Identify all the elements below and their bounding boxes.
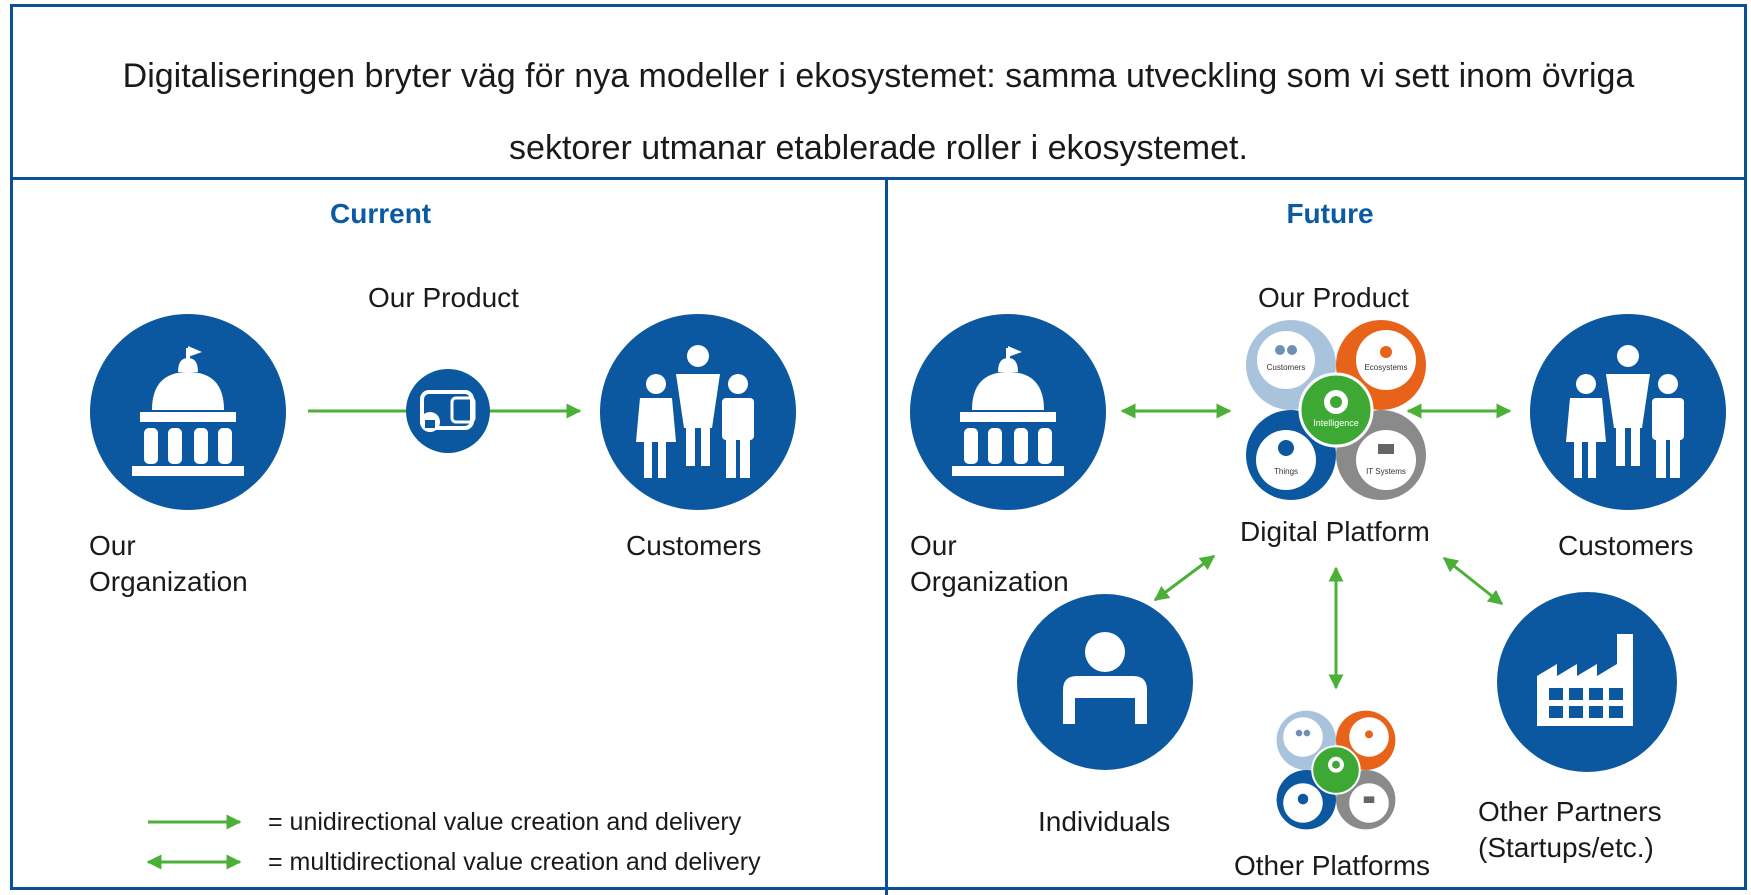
individuals-label: Individuals	[1038, 806, 1171, 837]
platform-individuals-arrow	[1153, 554, 1216, 602]
panel-divider	[885, 180, 888, 895]
future-org-circle	[910, 314, 1106, 510]
current-org-label: Our Organization	[89, 528, 248, 600]
current-org-label-line1: Our	[89, 530, 136, 561]
header-line-1: Digitaliseringen bryter väg för nya mode…	[122, 57, 1635, 95]
current-customers-circle	[600, 314, 796, 510]
partners-label-line2: (Startups/etc.)	[1478, 832, 1654, 863]
partners-circle	[1497, 592, 1677, 772]
individuals-circle	[1017, 594, 1193, 770]
other-platforms-icon	[1276, 710, 1396, 830]
platform-partners-arrow	[1442, 556, 1504, 606]
current-org-circle	[90, 314, 286, 510]
petal-intelligence: Intelligence	[1313, 418, 1359, 428]
future-product-label: Our Product	[1258, 282, 1409, 313]
current-product-label: Our Product	[368, 282, 519, 313]
other-platforms-label: Other Platforms	[1234, 850, 1431, 881]
header-title: Digitaliseringen bryter väg för nya mode…	[10, 40, 1747, 184]
future-org-label-line1: Our	[910, 530, 957, 561]
partners-label-line1: Other Partners	[1478, 796, 1662, 827]
slide-frame	[10, 4, 1747, 890]
petal-it-systems: IT Systems	[1366, 467, 1406, 476]
petal-ecosystems: Ecosystems	[1364, 363, 1407, 372]
digital-platform-icon: Customers Ecosystems Things IT Systems I…	[1246, 320, 1426, 500]
partners-label: Other Partners (Startups/etc.)	[1478, 794, 1662, 866]
future-title: Future	[1286, 198, 1374, 229]
current-customers-label: Customers	[626, 530, 762, 561]
header-box: Digitaliseringen bryter väg för nya mode…	[10, 4, 1747, 180]
petal-customers: Customers	[1267, 363, 1306, 372]
petal-things: Things	[1274, 467, 1298, 476]
header-line-2: sektorer utmanar etablerade roller i eko…	[509, 129, 1248, 167]
platform-label: Digital Platform	[1240, 516, 1430, 547]
legend-unidirectional-text: = unidirectional value creation and deli…	[268, 808, 742, 836]
current-org-label-line2: Organization	[89, 566, 248, 597]
product-wallet-icon	[406, 369, 490, 453]
current-title: Current	[330, 198, 432, 229]
legend-multidirectional-text: = multidirectional value creation and de…	[268, 848, 761, 876]
future-org-label-line2: Organization	[910, 566, 1069, 597]
future-customers-circle	[1530, 314, 1726, 510]
future-org-label: Our Organization	[910, 528, 1069, 600]
future-customers-label: Customers	[1558, 530, 1694, 561]
